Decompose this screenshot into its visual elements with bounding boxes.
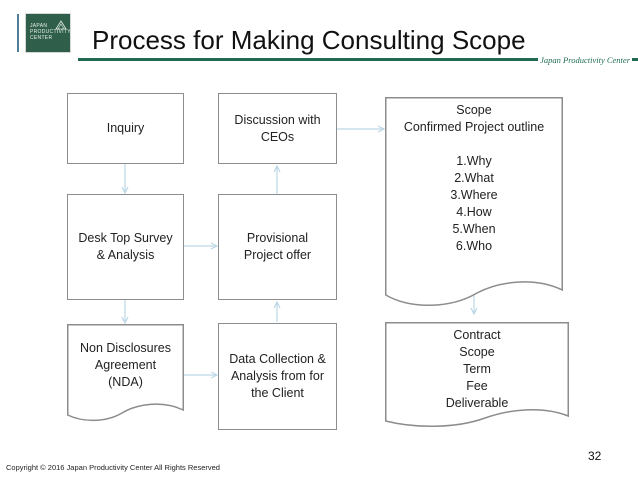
nda-line-2: Agreement (94, 358, 157, 372)
desk-survey-line-2: & Analysis (96, 248, 155, 262)
contract-line-2: Scope (459, 345, 495, 359)
scope-item-who: 6.Who (455, 239, 493, 253)
scope-item-when: 5.When (452, 222, 496, 236)
jpc-logo: JAPAN PRODUCTIVITY CENTER (25, 13, 71, 53)
inquiry-label: Inquiry (106, 121, 145, 135)
nda-line-1: Non Disclosures (79, 341, 171, 355)
logo-text-3: CENTER (30, 35, 53, 41)
scope-item-how: 4.How (456, 205, 492, 219)
logo-text-2: PRODUCTIVITY (30, 29, 71, 35)
discussion-line-2: CEOs (260, 129, 295, 144)
data-collection-line-2: Analysis from for (230, 369, 325, 383)
nda-line-3: (NDA) (108, 375, 143, 389)
contract-document-shape (385, 322, 569, 428)
logo-text-1: JAPAN (30, 23, 48, 29)
scope-document-shape (385, 97, 563, 306)
scope-item-what: 2.What (454, 171, 494, 185)
discussion-line-1: Discussion with (234, 112, 321, 127)
contract-line-3: Term (463, 362, 491, 376)
contract-line-5: Deliverable (445, 396, 509, 410)
nda-document-shape (67, 324, 184, 422)
scope-subtitle: Confirmed Project outline (403, 120, 545, 134)
desk-survey-box: Desk Top Survey & Analysis (67, 194, 184, 300)
data-collection-box: Data Collection & Analysis from for the … (218, 323, 337, 430)
logo-leaf-icon (55, 20, 67, 30)
nda-document: Non Disclosures Agreement (NDA) (67, 324, 184, 424)
desk-survey-line-1: Desk Top Survey (78, 231, 173, 245)
inquiry-box: Inquiry (67, 93, 184, 164)
data-collection-line-3: the Client (251, 386, 304, 400)
contract-line-4: Fee (466, 379, 488, 393)
page-number: 32 (588, 449, 602, 463)
scope-title: Scope (456, 103, 492, 117)
scope-document: Scope Confirmed Project outline 1.Why 2.… (385, 97, 563, 315)
contract-line-1: Contract (453, 328, 501, 342)
scope-item-why: 1.Why (456, 154, 492, 168)
discussion-box: Discussion with CEOs (218, 93, 337, 164)
provisional-line-2: Project offer (243, 248, 312, 262)
data-collection-line-1: Data Collection & (229, 352, 326, 366)
scope-item-where: 3.Where (450, 188, 498, 202)
logo-accent-bar (17, 14, 19, 52)
provisional-line-1: Provisional (246, 231, 309, 245)
organization-name: Japan Productivity Center (538, 55, 632, 65)
slide-title: Process for Making Consulting Scope (92, 25, 526, 55)
contract-document: Contract Scope Term Fee Deliverable (385, 322, 569, 430)
copyright-notice: Copyright © 2016 Japan Productivity Cent… (6, 463, 220, 472)
title-divider (78, 58, 638, 61)
provisional-offer-box: Provisional Project offer (218, 194, 337, 300)
